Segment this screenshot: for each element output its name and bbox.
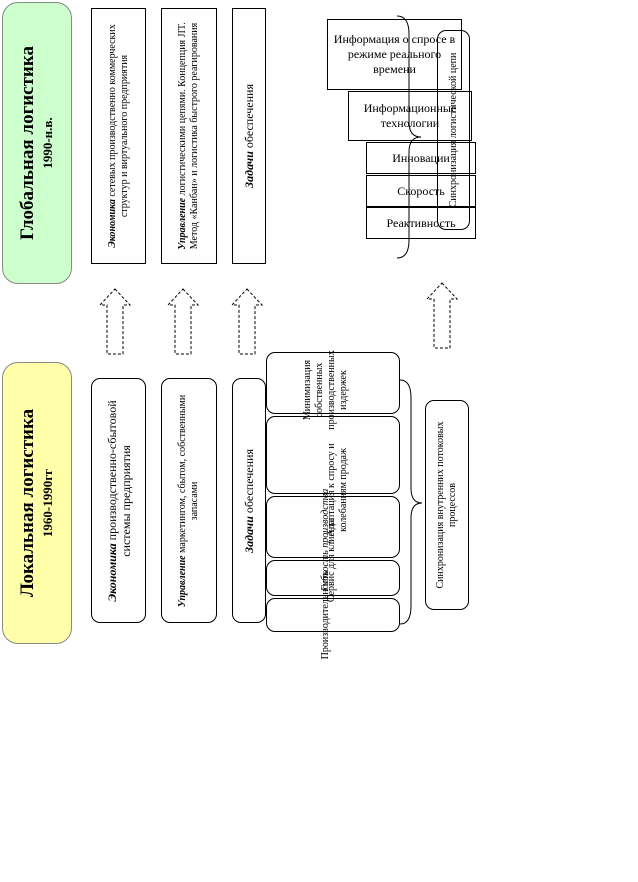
local-economics-lead: Экономика: [104, 542, 119, 602]
local-tasks-box: Задачи обеспечения: [232, 378, 266, 623]
local-management-lead: Управление: [177, 554, 188, 607]
realtime-demand-info-box: Информация о спросе в режиме реального в…: [327, 19, 462, 90]
local-task-strip: [266, 496, 400, 558]
local-era-box: Локальная логистика 1960-1990гг: [2, 362, 72, 644]
local-tasks-lead: Задачи: [242, 515, 256, 553]
local-sync-text: Синхронизация внутренних потоковых проце…: [435, 421, 458, 589]
global-tasks-box: Задачи обеспечения: [232, 8, 266, 264]
local-economics-box: Экономика производственно-сбытовой систе…: [91, 378, 146, 623]
global-sync-text: Синхронизация логистической цепи: [447, 52, 459, 208]
global-tasks-text: обеспечения: [242, 84, 256, 152]
global-management-box: Управление логистическими цепями. Концеп…: [161, 8, 217, 264]
local-management-box: Управление маркетингом, сбытом, собствен…: [161, 378, 217, 623]
local-management-text: маркетингом, сбытом, собственными запаса…: [177, 394, 200, 555]
arrow-up-icon: [425, 282, 459, 349]
global-economics-lead: Экономика: [106, 199, 118, 248]
local-era-title: Локальная логистика: [17, 408, 38, 598]
innovation-box: Инновации: [366, 142, 476, 174]
local-tasks-text: обеспечения: [242, 448, 256, 516]
arrow-up-icon: [98, 288, 132, 355]
global-sync-box: Синхронизация логистической цепи: [437, 30, 470, 230]
arrow-up-icon: [230, 288, 264, 355]
global-brace: [396, 15, 422, 259]
local-economics-text: производственно-сбытовой системы предпри…: [104, 399, 133, 557]
local-task-strip: [266, 352, 400, 414]
local-brace: [399, 379, 423, 625]
speed-box: Скорость: [366, 175, 476, 207]
local-task-strip: [266, 560, 400, 596]
global-era-title: Глобальная логистика: [17, 45, 38, 241]
global-economics-box: Экономика сетевых производственно коммер…: [91, 8, 146, 264]
global-tasks-lead: Задачи: [242, 151, 256, 188]
local-sync-box: Синхронизация внутренних потоковых проце…: [425, 400, 469, 610]
local-task-strip: [266, 598, 400, 632]
global-economics-text: сетевых производственно коммерческих стр…: [106, 24, 130, 218]
local-era-years: 1960-1990гг: [40, 468, 55, 538]
local-task-productivity: Производительность: [320, 570, 331, 660]
global-management-lead: Управление: [177, 197, 188, 250]
information-technology-box: Информационные технологии: [348, 91, 472, 141]
global-era-box: Глобальная логистика 1990-н.в.: [2, 2, 72, 284]
local-task-strip: [266, 416, 400, 494]
arrow-up-icon: [166, 288, 200, 355]
global-era-years: 1990-н.в.: [40, 117, 55, 169]
